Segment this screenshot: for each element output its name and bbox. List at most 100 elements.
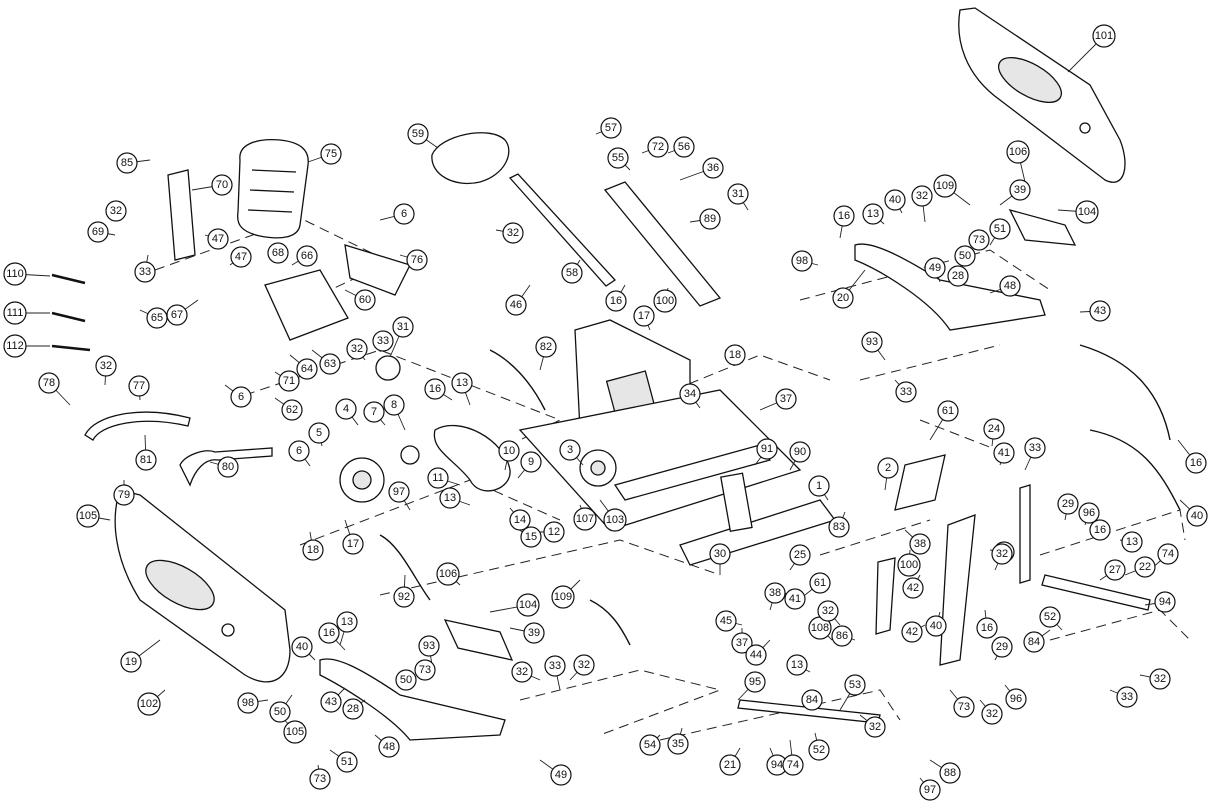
part-callout: 32	[502, 222, 524, 244]
callout-circle	[719, 754, 741, 776]
callout-circle	[775, 388, 797, 410]
callout-circle	[633, 305, 655, 327]
callout-number: 73	[314, 773, 326, 785]
part-callout: 90	[789, 441, 811, 463]
callout-circle	[1005, 688, 1027, 710]
part-callout: 32	[981, 703, 1003, 725]
part-callout: 13	[451, 372, 473, 394]
part-callout: 24	[983, 418, 1005, 440]
callout-number: 22	[1139, 561, 1151, 573]
callout-circle	[789, 441, 811, 463]
part-callout: 25	[789, 544, 811, 566]
part-callout: 105	[76, 504, 100, 528]
part-callout: 111	[3, 301, 27, 325]
part-callout: 35	[667, 733, 689, 755]
part-callout: 69	[87, 221, 109, 243]
callout-number: 10	[503, 445, 515, 457]
callout-number: 106	[1009, 146, 1027, 158]
callout-circle	[427, 467, 449, 489]
callout-circle	[451, 372, 473, 394]
part-callout: 49	[924, 257, 946, 279]
part-callout: 29	[991, 636, 1013, 658]
callout-circle	[105, 200, 127, 222]
callout-circle	[1006, 140, 1030, 164]
part-callout: 94	[1154, 591, 1176, 613]
callout-circle	[414, 659, 436, 681]
callout-number: 53	[849, 679, 861, 691]
part-callout: 60	[354, 289, 376, 311]
callout-number: 74	[1162, 548, 1174, 560]
callout-circle	[1104, 559, 1126, 581]
callout-number: 37	[736, 637, 748, 649]
callout-circle	[1121, 531, 1143, 553]
part-callout: 33	[895, 381, 917, 403]
callout-number: 30	[714, 548, 726, 560]
callout-circle	[87, 221, 109, 243]
slide-rail	[508, 173, 722, 307]
part-callout: 73	[953, 696, 975, 718]
callout-number: 32	[869, 721, 881, 733]
callout-circle	[509, 509, 531, 531]
part-callout: 47	[207, 228, 229, 250]
callout-circle	[135, 449, 157, 471]
callout-number: 111	[7, 307, 24, 319]
callout-circle	[605, 290, 627, 312]
callout-number: 42	[907, 582, 919, 594]
part-callout: 74	[782, 754, 804, 776]
callout-circle	[1186, 505, 1208, 527]
callout-circle	[861, 331, 883, 353]
part-callout: 53	[844, 674, 866, 696]
callout-circle	[925, 615, 947, 637]
part-callout: 81	[135, 449, 157, 471]
callout-circle	[436, 562, 460, 586]
callout-number: 43	[325, 696, 337, 708]
callout-number: 12	[548, 526, 560, 538]
callout-number: 6	[238, 391, 244, 403]
part-callout: 32	[105, 200, 127, 222]
part-callout: 101	[1092, 24, 1116, 48]
callout-number: 33	[900, 386, 912, 398]
part-callout: 98	[237, 692, 259, 714]
callout-number: 46	[510, 299, 522, 311]
callout-circle	[502, 222, 524, 244]
part-callout: 49	[550, 764, 572, 786]
part-callout: 18	[302, 539, 324, 561]
callout-number: 40	[889, 194, 901, 206]
callout-circle	[709, 543, 731, 565]
part-callout: 20	[832, 287, 854, 309]
part-callout: 61	[809, 572, 831, 594]
part-callout: 94	[766, 754, 788, 776]
callout-number: 93	[423, 640, 435, 652]
part-callout: 62	[281, 399, 303, 421]
callout-circle	[1023, 631, 1045, 653]
callout-circle	[1039, 606, 1061, 628]
callout-number: 27	[1109, 564, 1121, 576]
callout-number: 83	[833, 521, 845, 533]
callout-number: 31	[732, 188, 744, 200]
part-callout: 29	[1057, 493, 1079, 515]
callout-number: 8	[391, 399, 397, 411]
callout-circle	[947, 265, 969, 287]
callout-circle	[724, 344, 746, 366]
callout-circle	[991, 543, 1013, 565]
callout-circle	[354, 289, 376, 311]
callout-number: 80	[222, 461, 234, 473]
part-callout: 22	[1134, 556, 1156, 578]
callout-circle	[516, 593, 540, 617]
part-callout: 73	[414, 659, 436, 681]
callout-number: 16	[323, 627, 335, 639]
callout-circle	[981, 703, 1003, 725]
callout-number: 67	[171, 309, 183, 321]
part-callout: 13	[439, 487, 461, 509]
callout-number: 59	[412, 128, 424, 140]
part-callout: 27	[1104, 559, 1126, 581]
callout-number: 44	[750, 649, 762, 661]
callout-circle	[383, 394, 405, 416]
part-callout: 106	[1006, 140, 1030, 164]
part-callout: 40	[291, 636, 313, 658]
callout-number: 29	[1062, 498, 1074, 510]
callout-circle	[1157, 543, 1179, 565]
part-callout: 14	[509, 509, 531, 531]
callout-number: 97	[393, 486, 405, 498]
callout-number: 77	[133, 380, 145, 392]
